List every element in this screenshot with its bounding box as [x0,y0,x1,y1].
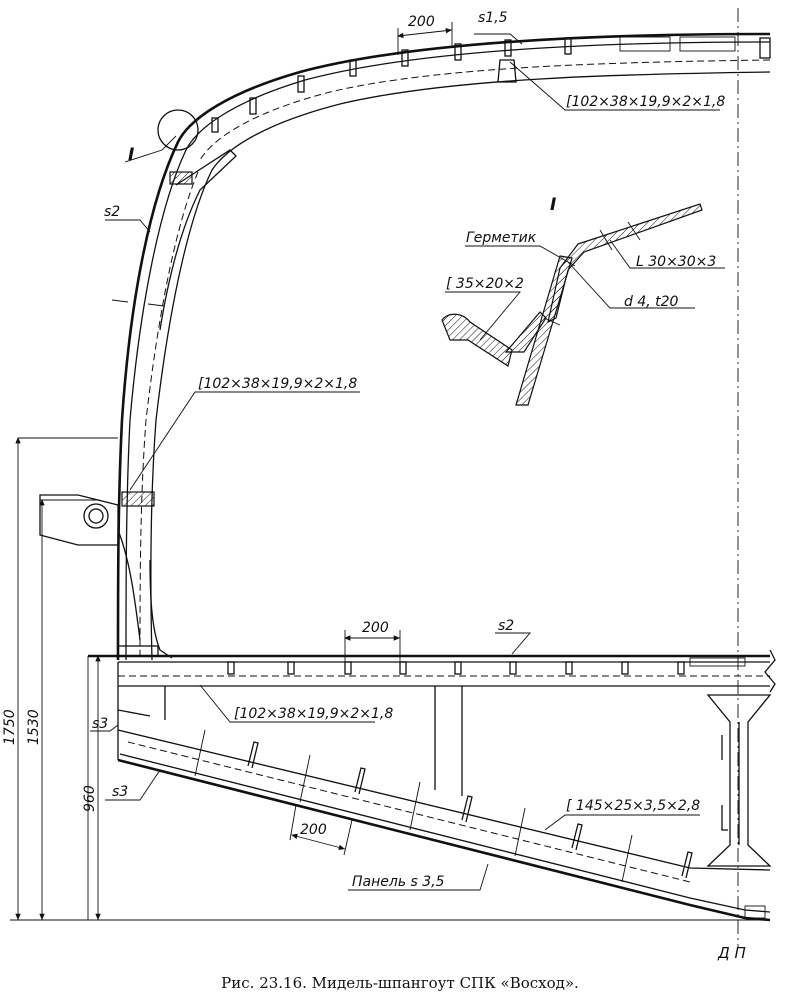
detail-I [441,203,725,406]
label-panel: Панель s 3,5 [352,874,445,890]
detail-circle [157,109,199,151]
label-channel-top: [102×38×19,9×2×1,8 [566,94,725,110]
bottom-plating [117,709,771,922]
hull-skin [116,32,771,661]
dimensions-200 [289,22,453,856]
deck [88,645,776,693]
label-s3-bottom: s3 [112,784,128,800]
label-channel-deck: [102×38×19,9×2×1,8 [234,706,393,722]
figure-caption: Рис. 23.16. Мидель-шпангоут СПК «Восход»… [221,974,579,992]
label-detail-title: I [550,195,556,215]
keel-strut [706,694,772,919]
label-rivet: d 4, t20 [624,294,679,310]
label-dp: Д П [717,944,746,962]
label-dim-960: 960 [82,785,98,812]
label-channel-bottom: [ 145×25×3,5×2,8 [566,798,700,814]
label-s3-side: s3 [92,716,108,732]
side-joint-plate [121,491,155,507]
deck-stiffeners [164,661,685,796]
label-dim-1530: 1530 [26,709,42,745]
roof-joint-plate [169,171,193,185]
roof-stiffeners [211,36,771,133]
label-channel-side: [102×38×19,9×2×1,8 [198,376,357,392]
side-fitting [39,494,141,641]
bottom-stiffeners [194,729,693,883]
dimensions-vertical [10,437,760,921]
label-detail-ref: I [128,145,134,165]
roof-knee [159,149,237,331]
leaders [90,33,720,891]
label-s2-side: s2 [104,204,120,220]
label-angle: L 30×30×3 [636,254,716,270]
label-s2-deck: s2 [498,618,514,634]
label-dim-1750: 1750 [2,709,18,745]
label-dim-200-deck: 200 [362,620,389,636]
label-sealant: Герметик [466,230,537,246]
label-channel-small: [ 35×20×2 [446,276,524,292]
label-s-top: s1,5 [478,10,508,26]
label-dim-200-top: 200 [408,14,435,30]
side-knee [149,559,173,659]
label-dim-200-bottom: 200 [300,822,327,838]
